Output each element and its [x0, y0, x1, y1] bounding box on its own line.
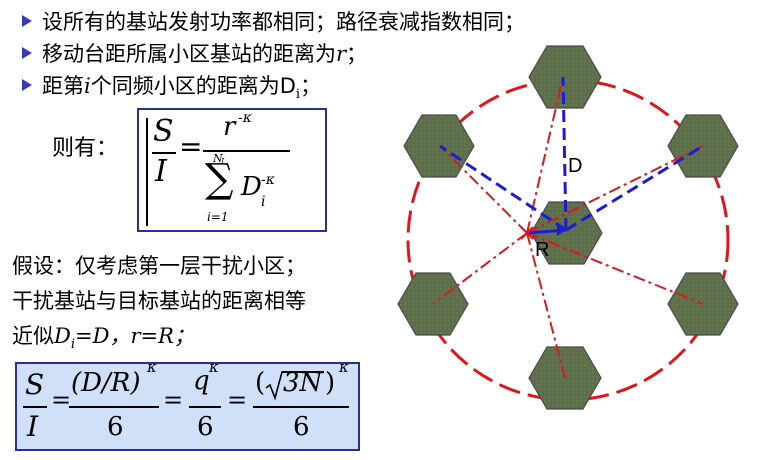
formula2-t3-fracline: [253, 406, 349, 408]
assumption-line-3-eq: =D，r=R；: [75, 324, 195, 348]
formula2-eq-3: =: [227, 386, 248, 414]
bullet-2: 移动台距所属小区基站的距离为r；: [22, 38, 525, 70]
formula1-num-sup: -κ: [238, 110, 252, 126]
red-line-bottom-left: [432, 232, 528, 305]
bullet-3-sub: i: [295, 87, 301, 102]
bullet-arrow-icon: [22, 79, 32, 91]
sum-icon: ∑: [205, 156, 234, 202]
formula1-sum-bottom: i=1: [207, 210, 229, 224]
formula2-lhs-den: I: [27, 410, 39, 443]
bullet-arrow-icon: [22, 47, 32, 59]
sqrt-overline: [282, 371, 324, 373]
label-R: R: [535, 239, 549, 261]
formula2-t3-den: 6: [293, 412, 310, 442]
formula2-t3-root: 3N: [283, 368, 323, 398]
formula2-t1-sup: κ: [147, 358, 157, 376]
formula1-den-sup: -κ: [261, 172, 275, 188]
formula2-t3-sup: κ: [339, 358, 349, 376]
formula1-main-fracline: [203, 150, 290, 152]
assumption-line-1: 假设：仅考虑第一层干扰小区；: [12, 254, 306, 278]
formula1-num-r: r: [223, 112, 236, 142]
formula2-t3-open: (: [255, 368, 266, 398]
bullet-2-text: 移动台距所属小区基站的距离为: [42, 42, 336, 66]
formula2-t2-den: 6: [197, 412, 214, 442]
assumption-line-3: 近似Di=D，r=R；: [12, 320, 195, 352]
blue-line-top: [561, 76, 568, 231]
formula1-sum-top: N: [213, 152, 223, 165]
assumption-line-3-sub: i: [70, 337, 76, 352]
formula2-box: S I = (D/R) κ 6 = q κ 6 = ( 3N ) κ 6: [15, 358, 360, 451]
bullet-3-end: ；: [300, 74, 322, 98]
assumption-line-2: 干扰基站与目标基站的距离相等: [12, 289, 306, 313]
formula1-box: S I = r -κ N I ∑ i=1 D i -κ: [137, 108, 327, 232]
red-line-top-right: [526, 145, 704, 234]
blue-line-top-right: [565, 144, 704, 232]
assumption-line-3-D: D: [54, 324, 71, 348]
red-line-bottom-right: [526, 232, 704, 305]
bullet-3-middle: 个同频小区的距离为D: [90, 74, 296, 98]
bullet-arrow-icon: [22, 15, 32, 27]
formula2-lhs-num: S: [25, 368, 45, 401]
bullet-3-var: i: [84, 74, 91, 98]
formula2-t2-fracline: [189, 406, 221, 408]
bullet-1: 设所有的基站发射功率都相同；路径衰减指数相同；: [22, 6, 525, 38]
formula2-lhs-fracline: [23, 406, 47, 408]
bullet-3: 距第i个同频小区的距离为Di；: [22, 70, 525, 102]
hex-top-right: [667, 114, 739, 178]
arrow-head-icon: [557, 224, 566, 236]
mobile-marker-icon: [520, 226, 534, 240]
assumption-line-3-prefix: 近似: [12, 324, 54, 348]
bullet-list: 设所有的基站发射功率都相同；路径衰减指数相同； 移动台距所属小区基站的距离为r；…: [22, 6, 525, 102]
label-D: D: [568, 155, 582, 177]
formula2-t2-num: q: [193, 366, 210, 396]
formula1-equals: =: [179, 130, 203, 163]
cell-diagram: D R: [397, 45, 739, 410]
formula2-t1-den: 6: [107, 412, 124, 442]
formula2-t2-sup: κ: [209, 358, 219, 376]
formula2-t1-fracline: [69, 406, 159, 408]
formula1-lhs-den: I: [155, 154, 167, 189]
bullet-2-end: ；: [346, 42, 368, 66]
bullet-1-text: 设所有的基站发射功率都相同；路径衰减指数相同；: [42, 10, 525, 34]
formula1-lhs-num: S: [153, 114, 174, 149]
formula1-bracket: [146, 118, 148, 226]
formula1-label: 则有：: [52, 136, 119, 161]
formula1-sum-top-sub: I: [221, 157, 225, 166]
formula1-lhs-fracline: [152, 152, 176, 154]
red-line-bottom: [526, 232, 566, 379]
hex-top-left: [403, 114, 475, 178]
blue-line-top-left: [439, 144, 567, 232]
bullet-2-var: r: [336, 42, 347, 66]
formula2-eq-1: =: [51, 386, 72, 414]
formula1-den-D: D: [241, 172, 262, 202]
hex-top: [528, 45, 602, 109]
bullet-3-text: 距第: [42, 74, 84, 98]
formula2-t3-close: ): [325, 368, 336, 398]
formula2-eq-2: =: [163, 386, 184, 414]
red-line-top-left: [439, 145, 528, 234]
formula2-t1-num: (D/R): [71, 368, 141, 398]
sqrt-icon: [265, 371, 285, 401]
formula1-den-sub: i: [261, 194, 266, 210]
